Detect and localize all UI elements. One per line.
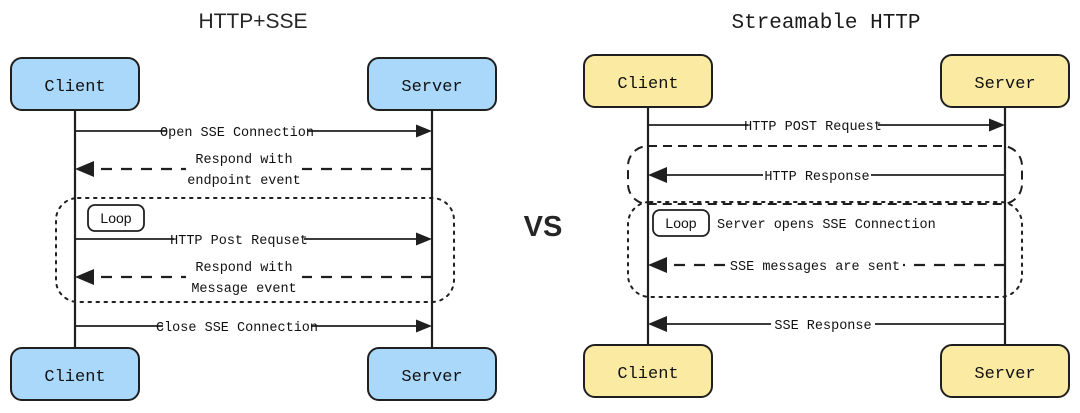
- loop-frame-left: Loop: [55, 197, 455, 303]
- message-right-3: SSE Response: [648, 314, 1005, 334]
- message-right-0-label: HTTP POST Request: [744, 120, 882, 135]
- message-right-0-label-bg: [748, 115, 878, 135]
- diagram-http-sse: HTTP+SSE Client Server Open SSE Connecti…: [10, 10, 497, 401]
- message-right-2-label: SSE messages are sent: [730, 260, 900, 275]
- loop-frame-left-border: [55, 197, 455, 303]
- actor-label-server-left-top: Server: [401, 78, 462, 97]
- message-left-1-label-line2: endpoint event: [187, 174, 300, 189]
- actor-label-server-left-bottom: Server: [401, 368, 462, 387]
- loop-badge-right-label: Loop: [665, 215, 696, 231]
- message-right-3-label: SSE Response: [774, 319, 871, 334]
- diagram-title-left: HTTP+SSE: [198, 10, 307, 33]
- actor-label-client-left-top: Client: [44, 78, 105, 97]
- arrowhead-left-icon: [648, 257, 667, 273]
- arrowhead-left-icon: [648, 167, 667, 183]
- message-right-0: HTTP POST Request: [648, 115, 1005, 135]
- message-left-4: Close SSE Connection: [75, 316, 432, 336]
- message-left-4-label: Close SSE Connection: [156, 321, 318, 336]
- message-left-3: Respond with Message event: [75, 256, 432, 298]
- arrowhead-right-icon: [416, 319, 432, 333]
- versus-separator-label: VS: [524, 211, 563, 243]
- arrowhead-left-icon: [75, 269, 94, 285]
- group-frame-right-border: [627, 145, 1023, 205]
- message-left-1-label-bg: [186, 148, 302, 190]
- message-left-4-label-bg: [163, 316, 311, 336]
- message-right-3-label-bg: [771, 314, 875, 334]
- loop-frame-right: Loop Server opens SSE Connection: [627, 201, 1023, 298]
- message-left-0-label-bg: [166, 121, 308, 141]
- message-left-3-label-bg: [186, 256, 302, 298]
- message-right-1-label: HTTP Response: [764, 170, 869, 185]
- actor-box-client-right-top: [583, 54, 713, 108]
- actor-label-client-right-bottom: Client: [617, 365, 678, 384]
- loop-badge-right: [652, 209, 710, 237]
- loop-note-right: Server opens SSE Connection: [717, 218, 936, 233]
- message-left-2-label-bg: [174, 229, 304, 249]
- message-left-3-label-line2: Message event: [191, 282, 296, 297]
- arrowhead-right-icon: [416, 124, 432, 138]
- actor-label-server-right-bottom: Server: [974, 365, 1035, 384]
- message-left-2-label: HTTP Post Requset: [170, 234, 308, 249]
- message-left-0: Open SSE Connection: [75, 121, 432, 141]
- loop-frame-right-border: [627, 201, 1023, 298]
- actor-box-client-right-bottom: [583, 344, 713, 398]
- actor-box-client-left-top: [10, 57, 140, 111]
- message-left-1: Respond with endpoint event: [75, 148, 432, 190]
- loop-badge-left-label: Loop: [100, 210, 131, 226]
- actor-label-server-right-top: Server: [974, 75, 1035, 94]
- arrowhead-right-icon: [416, 232, 432, 246]
- diagram-streamable-http: Streamable HTTP Client Server HTTP POST …: [583, 12, 1070, 398]
- group-frame-right: [627, 145, 1023, 205]
- message-left-1-label-line1: Respond with: [195, 153, 292, 168]
- message-right-2-label-bg: [727, 255, 903, 275]
- loop-badge-left: [87, 204, 145, 232]
- arrowhead-right-icon: [989, 118, 1005, 132]
- actor-box-server-left-top: [367, 57, 497, 111]
- arrowhead-left-icon: [75, 161, 94, 177]
- actor-box-client-left-bottom: [10, 347, 140, 401]
- message-right-1-label-bg: [763, 165, 871, 185]
- message-right-2: SSE messages are sent: [648, 255, 1005, 275]
- actor-label-client-right-top: Client: [617, 75, 678, 94]
- diagram-title-right: Streamable HTTP: [731, 12, 920, 35]
- actor-box-server-right-top: [940, 54, 1070, 108]
- message-left-2: HTTP Post Requset: [75, 229, 432, 249]
- message-left-3-label-line1: Respond with: [195, 261, 292, 276]
- arrowhead-left-icon: [648, 316, 667, 332]
- actor-box-server-left-bottom: [367, 347, 497, 401]
- actor-label-client-left-bottom: Client: [44, 368, 105, 387]
- message-right-1: HTTP Response: [648, 165, 1005, 185]
- message-left-0-label: Open SSE Connection: [160, 126, 314, 141]
- actor-box-server-right-bottom: [940, 344, 1070, 398]
